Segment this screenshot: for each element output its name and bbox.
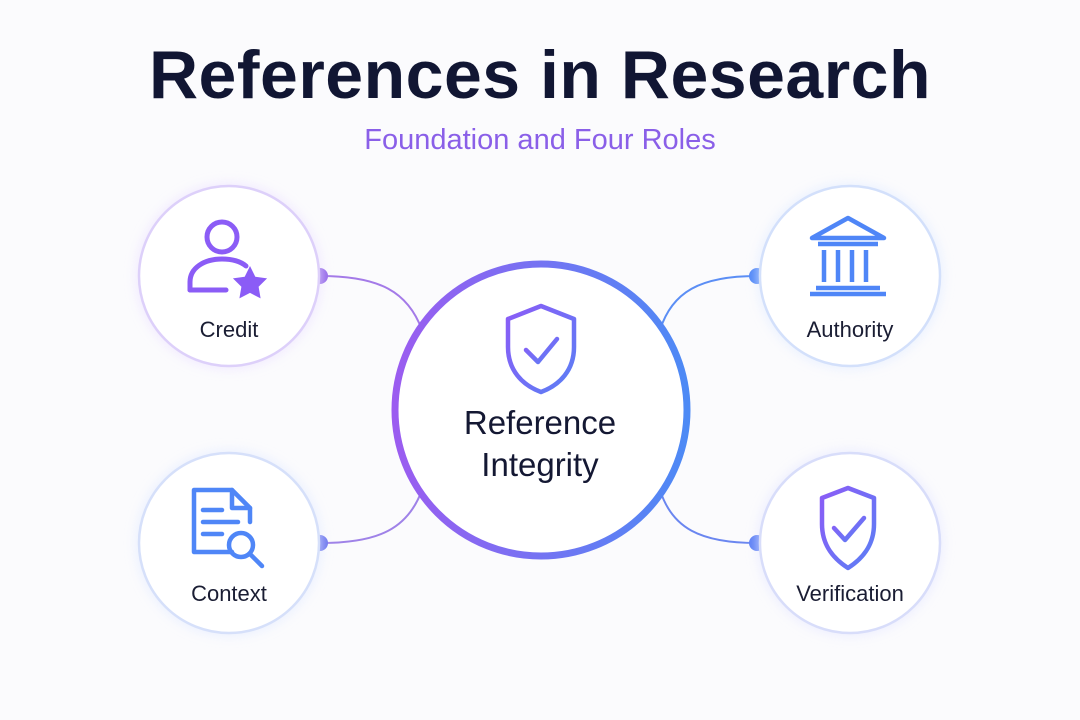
role-label-context: Context — [191, 581, 267, 606]
center-shield-check-icon — [505, 303, 577, 395]
connector-verification — [659, 489, 765, 551]
role-label-credit: Credit — [199, 317, 259, 342]
role-label-verification: Verification — [796, 581, 904, 606]
page-subtitle: Foundation and Four Roles — [364, 124, 716, 156]
page-title: References in Research — [148, 37, 932, 113]
shield-check-icon — [819, 485, 877, 571]
user-star-icon — [187, 219, 268, 299]
connector-context — [312, 489, 423, 551]
node-credit — [137, 184, 321, 368]
center-label-line1: Reference — [463, 404, 617, 441]
role-label-authority: Authority — [806, 317, 894, 342]
node-center — [391, 260, 691, 560]
center-label-line2: Integrity — [481, 446, 599, 483]
institution-icon — [809, 215, 887, 297]
center-label: Reference Integrity — [390, 402, 690, 486]
node-verification — [758, 451, 942, 635]
document-search-icon — [191, 487, 265, 569]
